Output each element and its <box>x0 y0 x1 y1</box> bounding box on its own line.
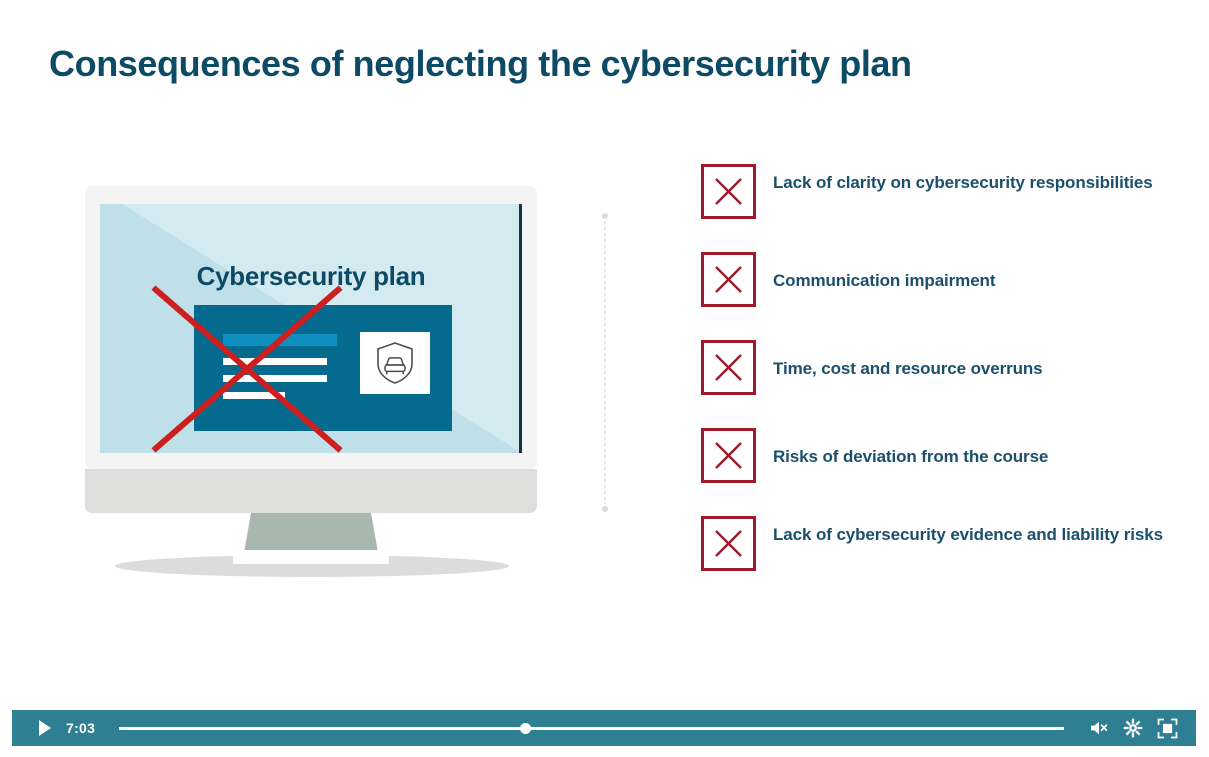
red-x-checkbox-icon <box>701 164 756 219</box>
fullscreen-icon <box>1157 718 1177 738</box>
doc-thumbnail <box>360 332 430 394</box>
monitor-screen: Cybersecurity plan <box>100 204 522 453</box>
progress-handle[interactable] <box>519 722 531 734</box>
screen-heading: Cybersecurity plan <box>196 261 426 291</box>
volume-muted-icon <box>1091 721 1108 735</box>
monitor-shadow <box>115 555 509 577</box>
current-time-label: 7:03 <box>66 720 96 736</box>
list-item: Lack of clarity on cybersecurity respons… <box>701 164 1171 252</box>
screen-right-edge <box>519 204 522 453</box>
play-icon <box>39 720 51 736</box>
play-button[interactable] <box>28 710 62 746</box>
divider-cap-bottom <box>602 506 608 512</box>
red-x-checkbox-icon <box>701 516 756 571</box>
list-item-label: Time, cost and resource overruns <box>773 359 1043 378</box>
list-item-label: Communication impairment <box>773 271 996 290</box>
monitor-chin <box>85 469 537 513</box>
list-item-label: Lack of cybersecurity evidence and liabi… <box>773 525 1163 544</box>
plan-document-card <box>194 305 452 431</box>
doc-text-line <box>223 392 285 399</box>
consequences-list: Lack of clarity on cybersecurity respons… <box>701 164 1171 604</box>
doc-text-line <box>223 358 327 365</box>
red-x-checkbox-icon <box>701 428 756 483</box>
list-item: Communication impairment <box>701 252 1171 340</box>
doc-text-line <box>223 375 327 382</box>
settings-button[interactable] <box>1116 710 1150 746</box>
doc-accent-bar <box>223 334 337 346</box>
settings-gear-icon <box>1123 718 1143 738</box>
list-item-label: Lack of clarity on cybersecurity respons… <box>773 173 1153 192</box>
list-item: Time, cost and resource overruns <box>701 340 1171 428</box>
list-item: Lack of cybersecurity evidence and liabi… <box>701 516 1171 604</box>
list-item: Risks of deviation from the course <box>701 428 1171 516</box>
video-player-controls: 7:03 <box>12 710 1196 746</box>
mute-button[interactable] <box>1082 710 1116 746</box>
list-item-label: Risks of deviation from the course <box>773 447 1049 466</box>
page-title: Consequences of neglecting the cybersecu… <box>49 43 912 84</box>
red-x-checkbox-icon <box>701 340 756 395</box>
vertical-dotted-divider <box>602 213 608 512</box>
monitor-stand-base <box>233 550 389 564</box>
monitor-illustration: Cybersecurity plan <box>85 186 537 578</box>
shield-with-car-icon <box>377 342 413 384</box>
red-x-checkbox-icon <box>701 252 756 307</box>
progress-bar[interactable] <box>119 722 1064 734</box>
fullscreen-button[interactable] <box>1150 710 1184 746</box>
divider-dots <box>604 221 606 504</box>
divider-cap-top <box>602 213 608 219</box>
